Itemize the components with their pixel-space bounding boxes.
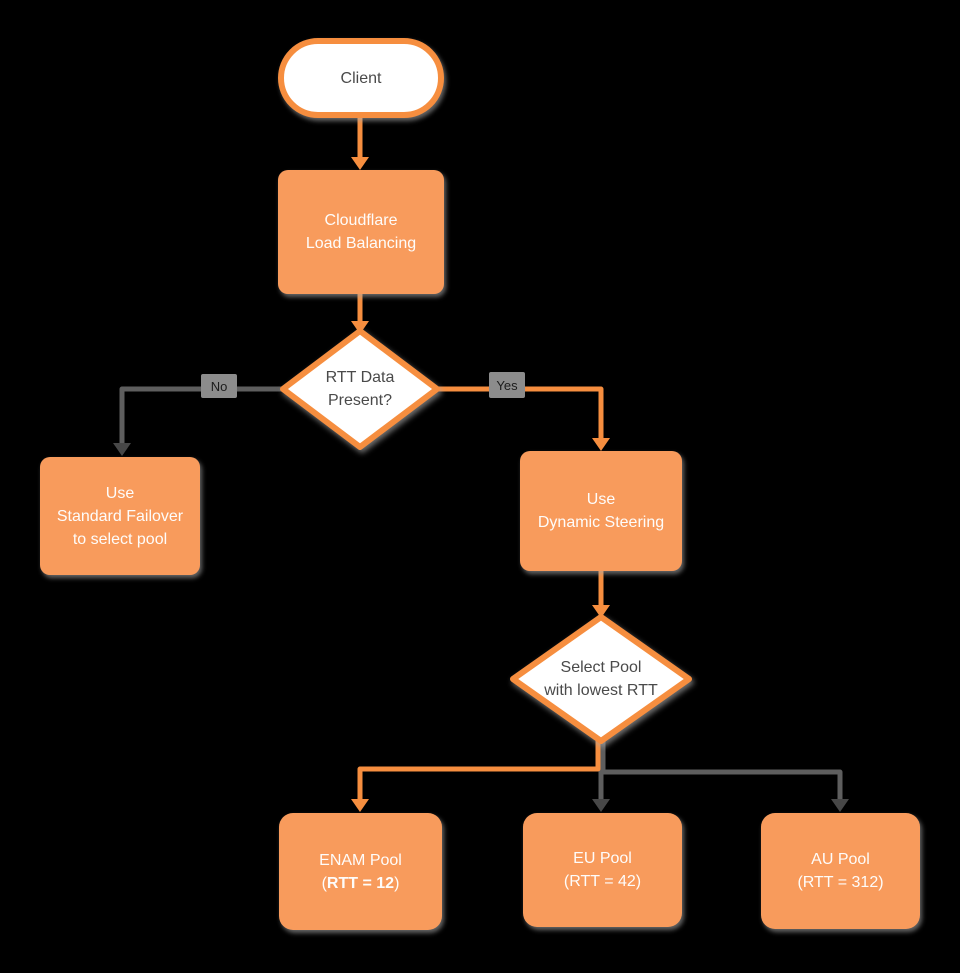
edge-label-yes: Yes — [489, 372, 525, 398]
standard-failover-line3: to select pool — [72, 530, 168, 548]
connector-select-to-eu-au — [592, 741, 849, 812]
node-cloudflare-line2: Load Balancing — [305, 235, 417, 252]
enam-pool-line1: ENAM Pool — [319, 851, 402, 869]
node-client: Client — [278, 38, 444, 118]
enam-rtt-prefix: ( — [321, 874, 327, 892]
node-standard-failover: Use Standard Failover to select pool — [40, 457, 200, 575]
standard-failover-line2: Standard Failover — [56, 507, 184, 525]
node-dynamic-steering: Use Dynamic Steering — [520, 451, 682, 571]
connector-no-branch — [113, 386, 284, 456]
edge-label-yes-text: Yes — [496, 377, 518, 393]
edge-label-no: No — [201, 374, 237, 398]
au-pool-line1: AU Pool — [811, 851, 870, 868]
connector-select-to-enam — [351, 741, 601, 812]
dynamic-steering-line2: Dynamic Steering — [537, 514, 665, 531]
node-au-pool: AU Pool (RTT = 312) — [761, 813, 920, 929]
decision-select-pool — [510, 614, 692, 744]
enam-rtt-suffix: ) — [394, 874, 400, 892]
connector-yes-branch — [436, 386, 610, 451]
connector-client-to-loadbalancer — [351, 116, 369, 170]
connector-loadbalancer-to-rtt-decision — [351, 294, 369, 334]
enam-rtt-value: RTT = 12 — [326, 874, 395, 892]
standard-failover-line1: Use — [105, 484, 135, 502]
dynamic-steering-line1: Use — [586, 491, 616, 508]
connector-steering-to-select-pool — [592, 571, 610, 618]
edge-label-no-text: No — [210, 378, 228, 394]
decision-rtt-data-present — [280, 328, 440, 450]
enam-pool-line2: (RTT = 12) — [322, 872, 400, 895]
node-cloudflare-line1: Cloudflare — [324, 212, 398, 229]
eu-pool-line2: (RTT = 42) — [563, 873, 642, 890]
au-pool-line2: (RTT = 312) — [797, 874, 884, 891]
node-enam-pool: ENAM Pool (RTT = 12) — [279, 813, 442, 930]
eu-pool-line1: EU Pool — [573, 850, 632, 867]
node-cloudflare-load-balancing: Cloudflare Load Balancing — [278, 170, 444, 294]
node-eu-pool: EU Pool (RTT = 42) — [523, 813, 682, 927]
node-client-label: Client — [340, 69, 382, 87]
